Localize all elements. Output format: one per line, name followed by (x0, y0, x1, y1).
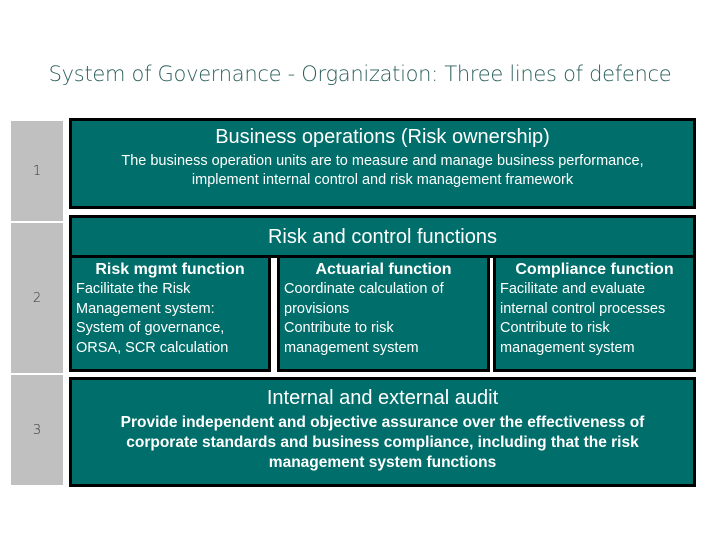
actuarial-function-line: Coordinate calculation of (284, 281, 444, 297)
risk-mgmt-function-title: Risk mgmt function (95, 261, 245, 278)
audit-description-line-1: Provide independent and objective assura… (120, 414, 645, 431)
compliance-function-line: Contribute to risk (500, 320, 610, 336)
risk-mgmt-function-line: Facilitate the Risk (76, 281, 191, 297)
compliance-function-box: Compliance function Facilitate and evalu… (493, 255, 696, 372)
business-operations-description-line-2: implement internal control and risk mana… (191, 172, 574, 188)
audit-heading: Internal and external audit (266, 387, 499, 409)
audit-description-line-3: management system functions (268, 454, 497, 471)
risk-control-functions-group: Risk and control functions Risk mgmt fun… (69, 215, 696, 372)
compliance-function-line: management system (500, 339, 635, 356)
risk-control-functions-header: Risk and control functions (69, 215, 696, 258)
risk-mgmt-function-line: ORSA, SCR calculation (76, 339, 229, 356)
risk-mgmt-function-line: Management system: (76, 300, 215, 317)
line-number-3: 3 (11, 375, 63, 485)
business-operations-heading: Business operations (Risk ownership) (215, 126, 550, 148)
actuarial-function-line: management system (284, 339, 419, 356)
business-operations-box: Business operations (Risk ownership) The… (69, 118, 696, 209)
audit-description-line-2: corporate standards and business complia… (126, 434, 639, 451)
risk-mgmt-function-line: System of governance, (76, 320, 225, 336)
risk-control-functions-heading: Risk and control functions (267, 226, 497, 248)
line-number-2: 2 (11, 223, 63, 373)
line-number-1: 1 (11, 121, 63, 221)
audit-box: Internal and external audit Provide inde… (69, 377, 696, 487)
risk-mgmt-function-box: Risk mgmt function Facilitate the Risk M… (69, 255, 271, 372)
compliance-function-line: internal control processes (500, 300, 666, 317)
compliance-function-line: Facilitate and evaluate (500, 281, 646, 297)
actuarial-function-line: Contribute to risk (284, 320, 394, 336)
page-title: System of Governance - Organization: Thr… (48, 62, 672, 86)
compliance-function-title: Compliance function (515, 261, 674, 278)
actuarial-function-line: provisions (284, 300, 350, 317)
actuarial-function-title: Actuarial function (315, 261, 452, 278)
actuarial-function-box: Actuarial function Coordinate calculatio… (277, 255, 490, 372)
business-operations-description-line-1: The business operation units are to meas… (121, 153, 644, 169)
